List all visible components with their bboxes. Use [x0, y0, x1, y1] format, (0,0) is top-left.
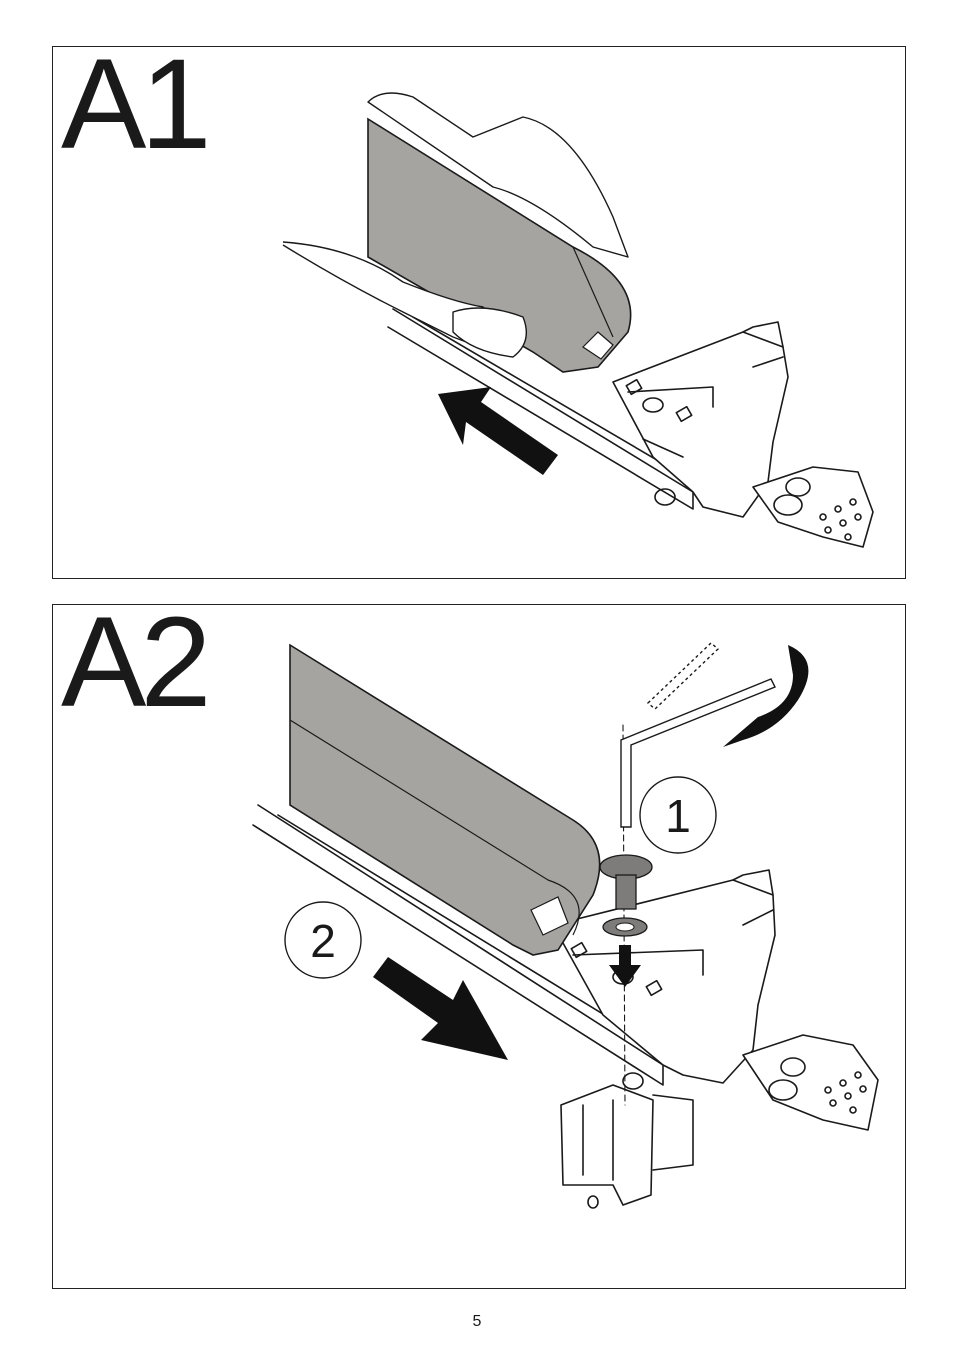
- bracket-a2: [553, 880, 775, 1083]
- callout-1: 1: [640, 777, 716, 853]
- step-a2-panel: A2: [52, 604, 906, 1289]
- page-number: 5: [0, 1313, 954, 1331]
- callout-2: 2: [285, 902, 361, 978]
- lower-bracket: [561, 1085, 653, 1205]
- step-a1-illustration: [53, 47, 906, 579]
- push-arrow-icon: [373, 957, 508, 1060]
- step-a1-panel: A1: [52, 46, 906, 579]
- screw-icon: [600, 855, 652, 909]
- foot-pad-a2: [743, 1035, 878, 1130]
- foot-pad-a1: [753, 467, 873, 547]
- push-arrow-icon: [438, 387, 558, 475]
- callout-2-number: 2: [310, 915, 336, 967]
- callout-1-number: 1: [665, 790, 691, 842]
- step-a2-illustration: 1 2: [53, 605, 906, 1289]
